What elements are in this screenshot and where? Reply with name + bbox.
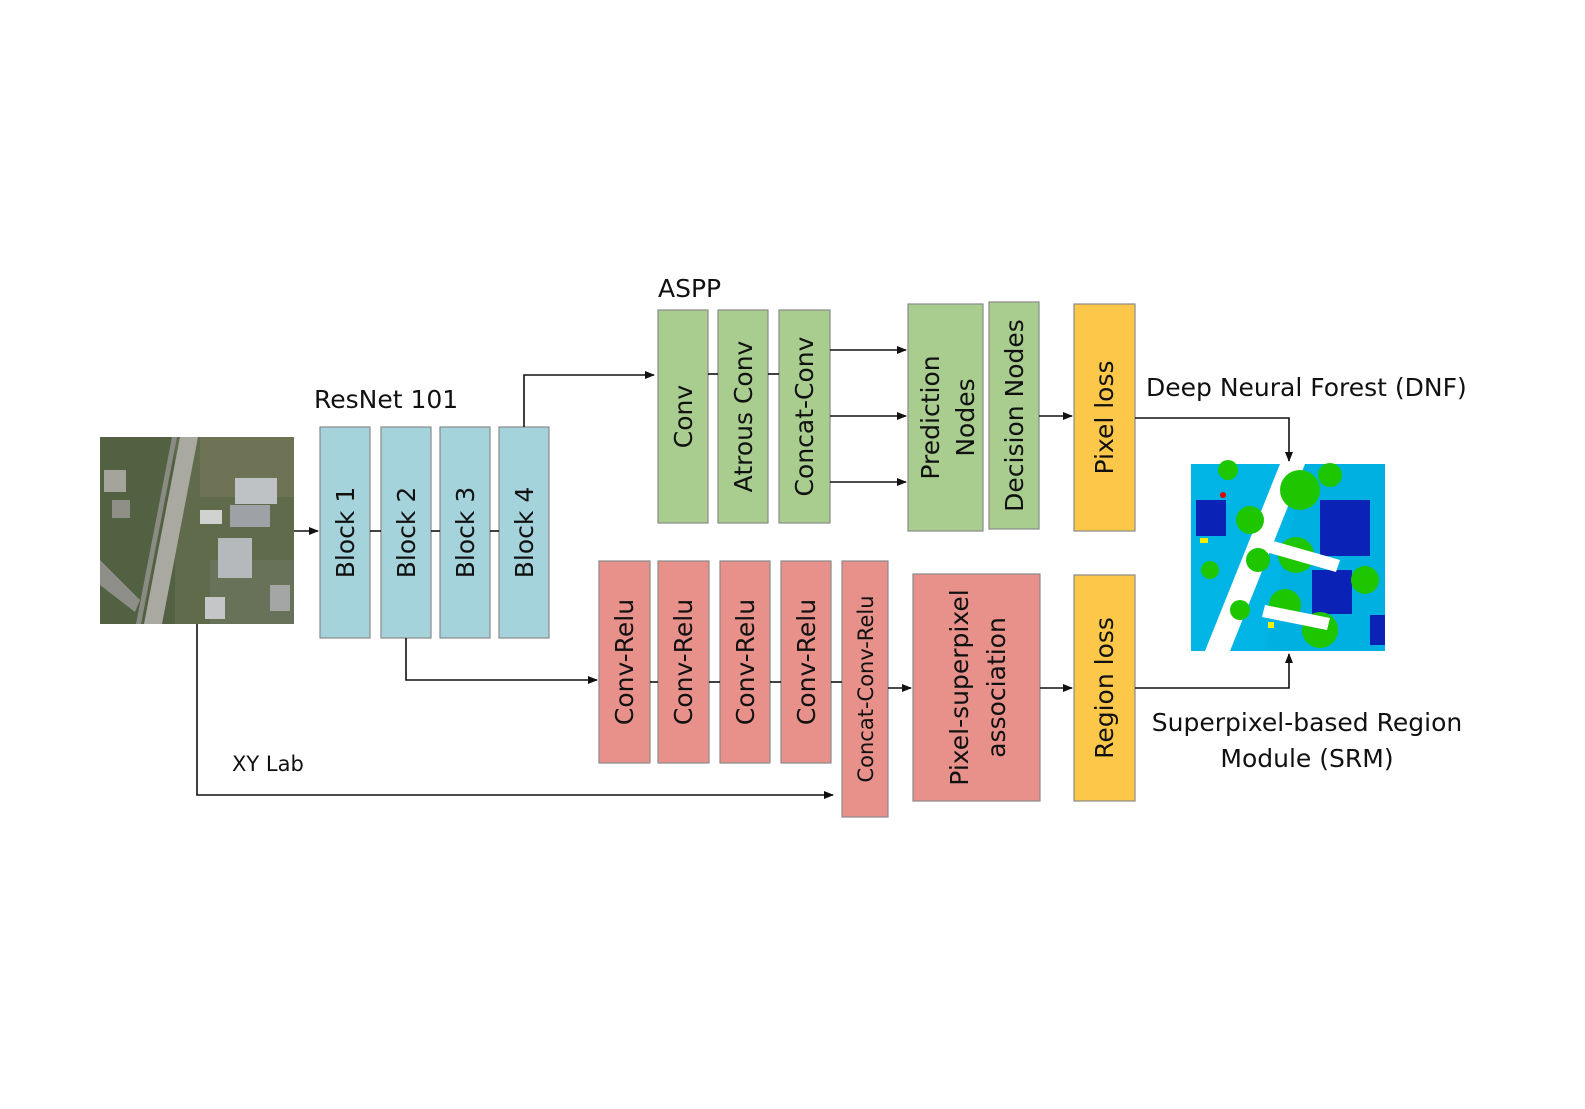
region-loss-label: Region loss [1090, 617, 1119, 759]
conv-relu-block-4: Conv-Relu [780, 560, 832, 764]
srm-label-line-2: Module (SRM) [1220, 744, 1393, 773]
pixel-loss-block: Pixel loss [1073, 303, 1136, 532]
aspp-concat-conv-label: Concat-Conv [790, 336, 819, 496]
prediction-nodes-block: Prediction Nodes [907, 303, 984, 532]
concat-conv-relu-label: Concat-Conv-Relu [854, 595, 878, 782]
xylab-label: XY Lab [232, 752, 304, 776]
aspp-conv-block: Conv [657, 309, 709, 524]
aspp-concat-conv-block: Concat-Conv [778, 309, 831, 524]
conv-relu-label-3: Conv-Relu [731, 599, 760, 725]
conv-relu-block-1: Conv-Relu [598, 560, 651, 764]
srm-label-line-1: Superpixel-based Region [1152, 708, 1462, 737]
conv-relu-label-2: Conv-Relu [669, 599, 698, 725]
resnet-block-3: Block 3 [439, 426, 491, 639]
aspp-atrous-conv-label: Atrous Conv [729, 340, 758, 492]
aspp-conv-label: Conv [669, 385, 698, 449]
resnet-block-1-label: Block 1 [331, 487, 360, 578]
output-segmentation-map [1191, 460, 1385, 651]
conv-relu-label-1: Conv-Relu [610, 599, 639, 725]
conv-relu-block-3: Conv-Relu [719, 560, 771, 764]
concat-conv-relu-block: Concat-Conv-Relu [841, 560, 889, 818]
input-aerial-image [100, 437, 294, 624]
pixel-superpixel-association-block: Pixel-superpixel association [912, 573, 1041, 802]
resnet-block-3-label: Block 3 [451, 487, 480, 578]
association-label-2: association [982, 617, 1011, 758]
aspp-label: ASPP [658, 274, 721, 303]
pixel-loss-label: Pixel loss [1090, 360, 1119, 474]
connectors [196, 346, 1293, 799]
association-label-1: Pixel-superpixel [945, 589, 974, 785]
region-loss-block: Region loss [1073, 574, 1136, 802]
conv-relu-label-4: Conv-Relu [792, 599, 821, 725]
decision-nodes-label: Decision Nodes [1000, 319, 1029, 512]
resnet-block-1: Block 1 [319, 426, 371, 639]
resnet-block-2-label: Block 2 [392, 487, 421, 578]
resnet-block-4: Block 4 [498, 426, 550, 639]
decision-nodes-block: Decision Nodes [988, 301, 1040, 530]
resnet-block-4-label: Block 4 [510, 487, 539, 578]
prediction-nodes-label-2: Nodes [951, 378, 980, 456]
aspp-atrous-conv-block: Atrous Conv [717, 309, 769, 524]
prediction-nodes-label-1: Prediction [916, 355, 945, 479]
dnf-label: Deep Neural Forest (DNF) [1146, 373, 1467, 402]
conv-relu-block-2: Conv-Relu [657, 560, 710, 764]
resnet-label: ResNet 101 [314, 385, 458, 414]
resnet-block-2: Block 2 [380, 426, 432, 639]
